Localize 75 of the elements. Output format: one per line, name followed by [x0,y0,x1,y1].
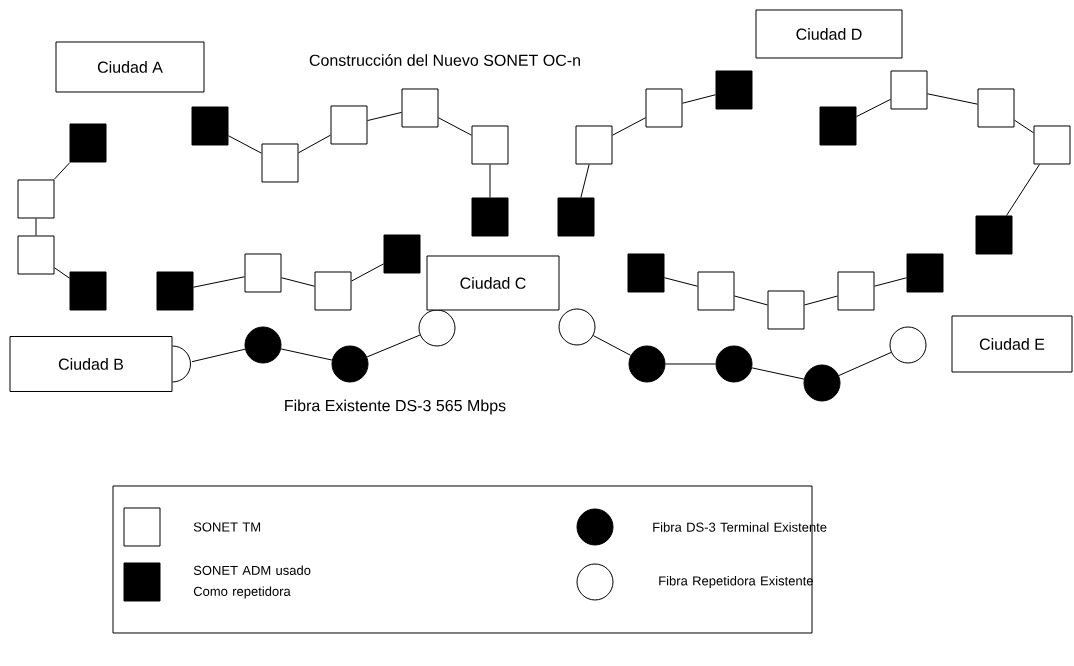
square-symbol [1033,125,1071,165]
connector-line [804,295,838,306]
connector-line [489,164,491,198]
square-symbol [975,215,1013,255]
square-symbol [401,88,439,128]
square-symbol [557,197,595,237]
connector-line [54,267,70,279]
connector-line [191,348,246,363]
square-symbol [627,253,665,293]
square-symbol [890,70,928,110]
connector-line [592,335,632,356]
city-box: Ciudad D [755,9,903,59]
connector-line [280,348,333,361]
legend-text: Fibra DS-3 Terminal Existente [653,522,827,532]
square-symbol [819,106,857,146]
city-box: Ciudad A [55,41,205,93]
legend-text: Fibra Repetidora Existente [659,575,813,589]
circle-symbol [715,345,753,383]
circle-symbol [244,326,282,364]
circle-symbol [558,308,596,346]
circle-symbol [803,364,841,402]
connector-line [664,277,698,287]
square-symbol [977,88,1015,128]
square-symbol [645,88,683,128]
connector-line [366,334,421,358]
connector-line [734,295,768,306]
square-symbol [244,253,282,293]
square-symbol [471,197,509,237]
connector-line [612,117,646,136]
square-symbol [191,106,229,146]
legend-text: SONET TM [193,522,261,532]
connector-line [580,164,590,198]
connector-line [751,367,805,380]
square-symbol [17,179,55,219]
caption-text: Fibra Existente DS-3 565 Mbps [285,399,506,415]
connector-line [53,162,71,180]
circle-symbol [418,309,456,347]
connector-line [856,98,891,118]
connector-line [193,276,245,288]
connector-line [1006,164,1040,216]
square-symbol [156,271,194,311]
square-symbol [837,271,875,311]
square-symbol [906,253,944,293]
city-box: Ciudad B [9,336,173,392]
square-symbol [575,125,613,165]
circle-symbol [628,345,666,383]
connector-line [1014,119,1034,134]
square-symbol [330,105,368,145]
connector-line [35,218,37,236]
connector-line [438,117,472,136]
square-symbol [17,235,55,275]
square-symbol [767,290,805,330]
square-symbol [697,271,735,311]
connector-line [665,363,716,365]
legend-text: SONET ADM usado Como repetidora [193,565,311,599]
circle-symbol [331,345,369,383]
square-symbol [314,271,352,311]
circle-symbol [889,326,927,364]
connector-line [927,93,978,105]
square-symbol [715,70,753,110]
connector-line [874,277,907,287]
connector-line [228,135,262,154]
connector-line [682,94,716,104]
square-symbol [69,123,107,163]
connector-line [367,111,402,122]
connector-line [838,351,892,376]
square-symbol [471,125,509,165]
square-symbol [383,234,421,274]
square-symbol [261,143,299,183]
connector-line [298,134,331,154]
caption-text: Construcción del Nuevo SONET OC-n [309,54,580,66]
square-symbol [69,271,107,311]
city-box: Ciudad E [951,315,1073,373]
connector-line [281,277,315,287]
connector-line [351,263,384,282]
